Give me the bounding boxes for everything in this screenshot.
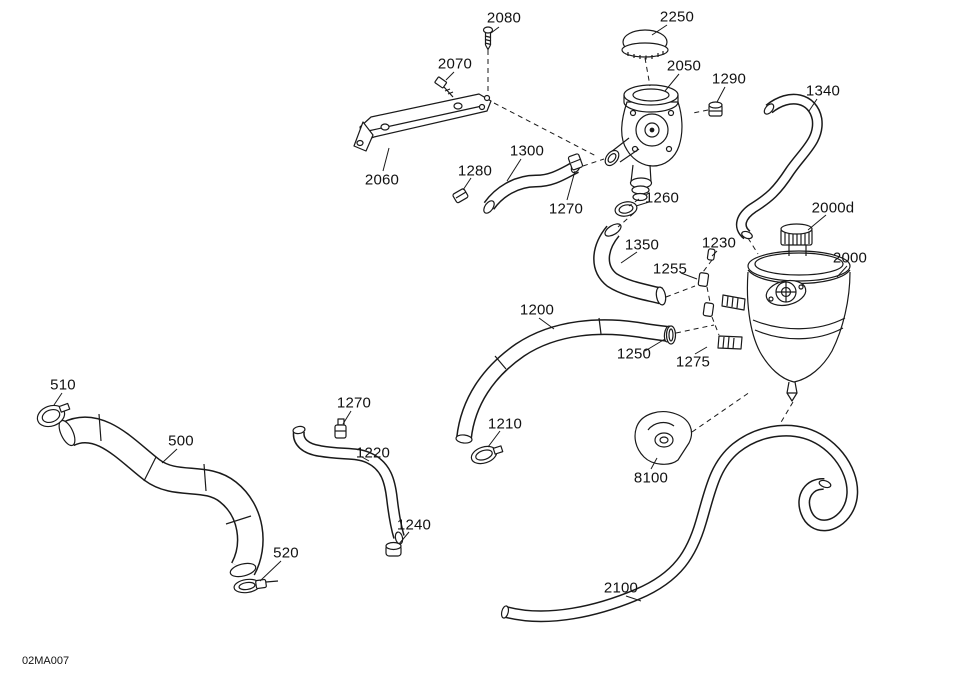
pressure-cap-2250: [621, 29, 669, 60]
hose-500: [58, 413, 264, 578]
cap-1240: [385, 541, 402, 557]
bracket-8100: [634, 411, 693, 465]
clamp-1270-upper: [567, 153, 584, 171]
hose-1220: [292, 425, 405, 545]
fittings-1275: [717, 294, 746, 350]
leader-lines: [53, 24, 848, 602]
bolt-2070: [434, 76, 454, 98]
clamp-1270-lower: [334, 418, 347, 439]
reservoir-2000: [746, 245, 851, 402]
parts-1255: [697, 272, 715, 317]
hose-2100: [500, 424, 859, 623]
hose-1300: [483, 158, 582, 214]
gasket-1260: [614, 201, 638, 217]
cap-2000d: [780, 223, 813, 246]
bracket-2060: [353, 93, 492, 152]
clamp-1250: [665, 325, 677, 345]
screw-2080: [482, 26, 494, 51]
hose-1340: [735, 93, 823, 240]
diagram-code: 02MA007: [22, 655, 70, 667]
clamp-1280: [452, 188, 469, 204]
thermostat-housing-2050: [604, 84, 683, 202]
pin-1230: [706, 248, 716, 261]
assembly-lines: [487, 50, 794, 433]
clamp-510: [36, 402, 71, 428]
clamp-520: [233, 578, 279, 594]
plug-1290: [708, 101, 723, 117]
clamp-1210: [470, 445, 504, 465]
hose-1350: [593, 223, 667, 306]
